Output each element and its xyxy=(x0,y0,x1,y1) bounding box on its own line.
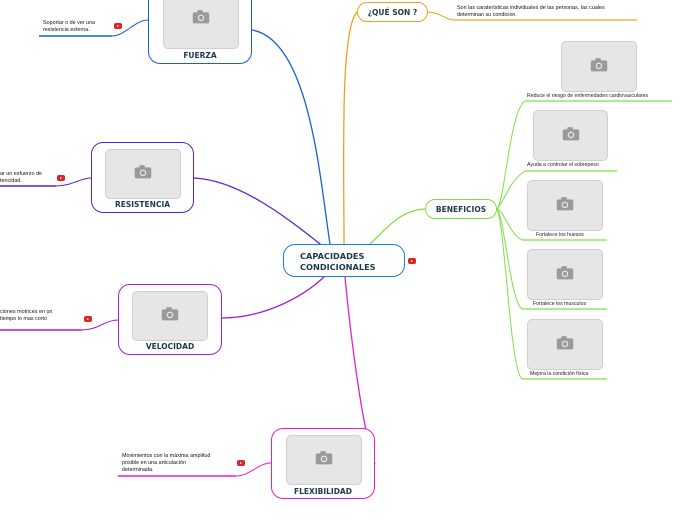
connector-que-son xyxy=(342,11,358,245)
fuerza-node[interactable]: FUERZA xyxy=(148,0,252,64)
flexibilidad-node[interactable]: FLEXIBILIDAD xyxy=(271,428,375,499)
beneficio-1-label: Reduce el riesgo de enfermedades cardiov… xyxy=(527,93,649,99)
beneficio-2-image xyxy=(533,110,608,161)
connector-beneficio-1 xyxy=(496,100,526,210)
camera-icon xyxy=(556,265,574,279)
image-placeholder xyxy=(132,291,208,341)
camera-icon xyxy=(556,335,574,349)
connector-fuerza xyxy=(251,29,331,245)
connector-beneficio-2 xyxy=(496,170,526,210)
camera-icon xyxy=(192,10,210,24)
beneficios-node[interactable]: BENEFICIOS xyxy=(425,199,497,219)
central-topic-node[interactable]: CAPACIDADES CONDICIONALES xyxy=(283,244,405,277)
video-badge-icon[interactable] xyxy=(57,175,65,181)
camera-icon xyxy=(590,57,608,71)
video-badge-icon[interactable] xyxy=(114,23,122,29)
beneficio-4-label: Fortalece los musculos xyxy=(533,301,587,307)
image-placeholder xyxy=(163,0,239,49)
que-son-node[interactable]: ¿QUÉ SON ? xyxy=(357,2,428,22)
camera-icon xyxy=(161,307,179,321)
connector-velocidad-note xyxy=(81,319,119,331)
beneficio-2-label: Ayuda a controlar el sobrepeso xyxy=(527,162,599,168)
velocidad-node[interactable]: VELOCIDAD xyxy=(118,284,222,355)
beneficio-4-image xyxy=(527,249,603,300)
beneficio-1-image xyxy=(561,41,637,92)
beneficio-5-label: Mejora la condición física xyxy=(530,371,589,377)
connector-beneficios xyxy=(369,208,426,245)
connector-beneficio-3 xyxy=(496,208,523,241)
camera-icon xyxy=(562,126,579,140)
camera-icon xyxy=(556,196,574,210)
beneficio-3-image xyxy=(527,180,603,231)
que-son-label: ¿QUÉ SON ? xyxy=(367,8,418,17)
camera-icon xyxy=(315,451,333,465)
flexibilidad-label: FLEXIBILIDAD xyxy=(294,487,352,496)
connector-resistencia xyxy=(193,177,326,249)
fuerza-note: Soportar o de ver una resistencia extern… xyxy=(43,20,96,33)
image-placeholder xyxy=(105,149,181,199)
fuerza-label: FUERZA xyxy=(183,51,217,60)
connector-beneficio-4 xyxy=(496,208,523,310)
beneficio-3-label: Fortalece los huesos xyxy=(536,232,584,238)
video-badge-icon[interactable] xyxy=(237,460,245,466)
connector-flexibilidad-note xyxy=(235,462,272,477)
beneficio-5-image xyxy=(527,319,603,370)
camera-icon xyxy=(134,165,152,179)
video-badge-icon[interactable] xyxy=(84,316,92,322)
resistencia-note: ar un esfuerzo de tencidad. xyxy=(0,171,42,184)
image-placeholder xyxy=(286,435,362,485)
que-son-note: Son las caraterísticas individuales de l… xyxy=(457,5,605,18)
velocidad-label: VELOCIDAD xyxy=(145,342,195,351)
connector-beneficio-5 xyxy=(496,208,523,380)
resistencia-node[interactable]: RESISTENCIA xyxy=(91,142,194,213)
connector-velocidad xyxy=(221,275,326,319)
connector-que-son-note xyxy=(427,11,456,21)
velocidad-note: ciones motrices en un tiempo lo mas cort… xyxy=(0,309,53,322)
connector-fuerza-note xyxy=(111,19,149,37)
central-topic-title: CAPACIDADES CONDICIONALES xyxy=(300,251,376,273)
central-title-line-2: CONDICIONALES xyxy=(300,262,376,272)
flexibilidad-note: Movimientos con la máxima amplitud posib… xyxy=(122,453,211,473)
central-title-line-1: CAPACIDADES xyxy=(300,251,365,261)
video-badge-icon[interactable] xyxy=(408,258,416,264)
connector-resistencia-note xyxy=(55,177,92,187)
beneficios-label: BENEFICIOS xyxy=(435,205,487,214)
resistencia-label: RESISTENCIA xyxy=(114,200,171,209)
